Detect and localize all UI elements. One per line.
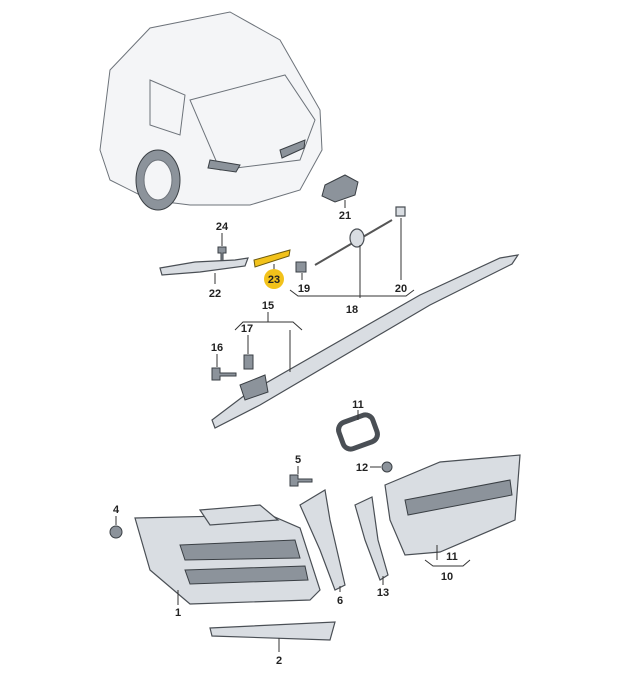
part-10-inner-lamp xyxy=(384,454,521,556)
callout-15: 15 xyxy=(262,300,274,312)
part-20 xyxy=(395,206,406,217)
part-19 xyxy=(295,261,307,273)
part-2 xyxy=(209,621,336,641)
callout-11-bottom: 11 xyxy=(446,551,458,563)
callout-10: 10 xyxy=(441,571,453,583)
part-5 xyxy=(289,474,313,487)
part-4 xyxy=(109,525,123,539)
callout-24: 24 xyxy=(216,221,229,233)
part-6 xyxy=(299,489,346,591)
part-17 xyxy=(243,354,254,370)
part-15 xyxy=(211,254,520,429)
callout-2: 2 xyxy=(276,655,282,667)
callout-13: 13 xyxy=(377,587,389,599)
callout-4: 4 xyxy=(113,504,120,516)
part-22 xyxy=(159,257,249,276)
highlight-badge xyxy=(264,269,284,289)
callout-21: 21 xyxy=(339,210,351,222)
part-13 xyxy=(354,496,389,581)
callout-16: 16 xyxy=(211,342,223,354)
callout-11-top: 11 xyxy=(352,399,364,411)
callout-20: 20 xyxy=(395,283,407,295)
part-11-gasket xyxy=(336,412,380,452)
car-rear-illustration xyxy=(99,11,323,211)
callout-22: 22 xyxy=(209,288,221,300)
callout-17: 17 xyxy=(241,323,253,335)
callout-5: 5 xyxy=(295,454,301,466)
part-12 xyxy=(381,461,393,473)
callout-12: 12 xyxy=(356,462,368,474)
part-21 xyxy=(321,174,359,203)
part-18 xyxy=(349,228,365,248)
callout-18: 18 xyxy=(346,304,358,316)
part-1-tail-lamp xyxy=(134,504,321,605)
part-23 xyxy=(253,249,291,268)
callout-23: 23 xyxy=(268,274,280,286)
callout-19: 19 xyxy=(298,283,310,295)
part-16 xyxy=(211,367,237,381)
callout-1: 1 xyxy=(175,607,181,619)
callout-6: 6 xyxy=(337,595,343,607)
